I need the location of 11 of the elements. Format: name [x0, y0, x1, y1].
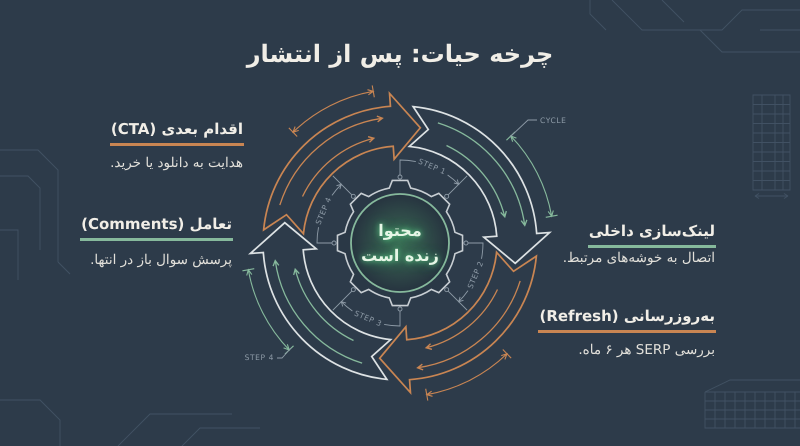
section-heading: اقدام بعدی (CTA) [110, 119, 243, 140]
title: چرخه حیات: پس از انتشار [246, 39, 554, 70]
section-description: اتصال به خوشه‌های مرتبط. [562, 249, 715, 267]
section-description: هدایت به دانلود یا خرید. [110, 154, 243, 172]
gear [336, 179, 464, 307]
section-heading: لینک‌سازی داخلی [588, 221, 715, 242]
section-description: پرسش سوال باز در انتها. [90, 251, 232, 269]
section-description: بررسی SERP هر ۶ ماه. [578, 341, 715, 359]
section-heading: به‌روزرسانی (Refresh) [539, 306, 715, 327]
center-label: محتوا زنده است [360, 220, 440, 267]
section-heading: تعامل (Comments) [81, 214, 232, 235]
